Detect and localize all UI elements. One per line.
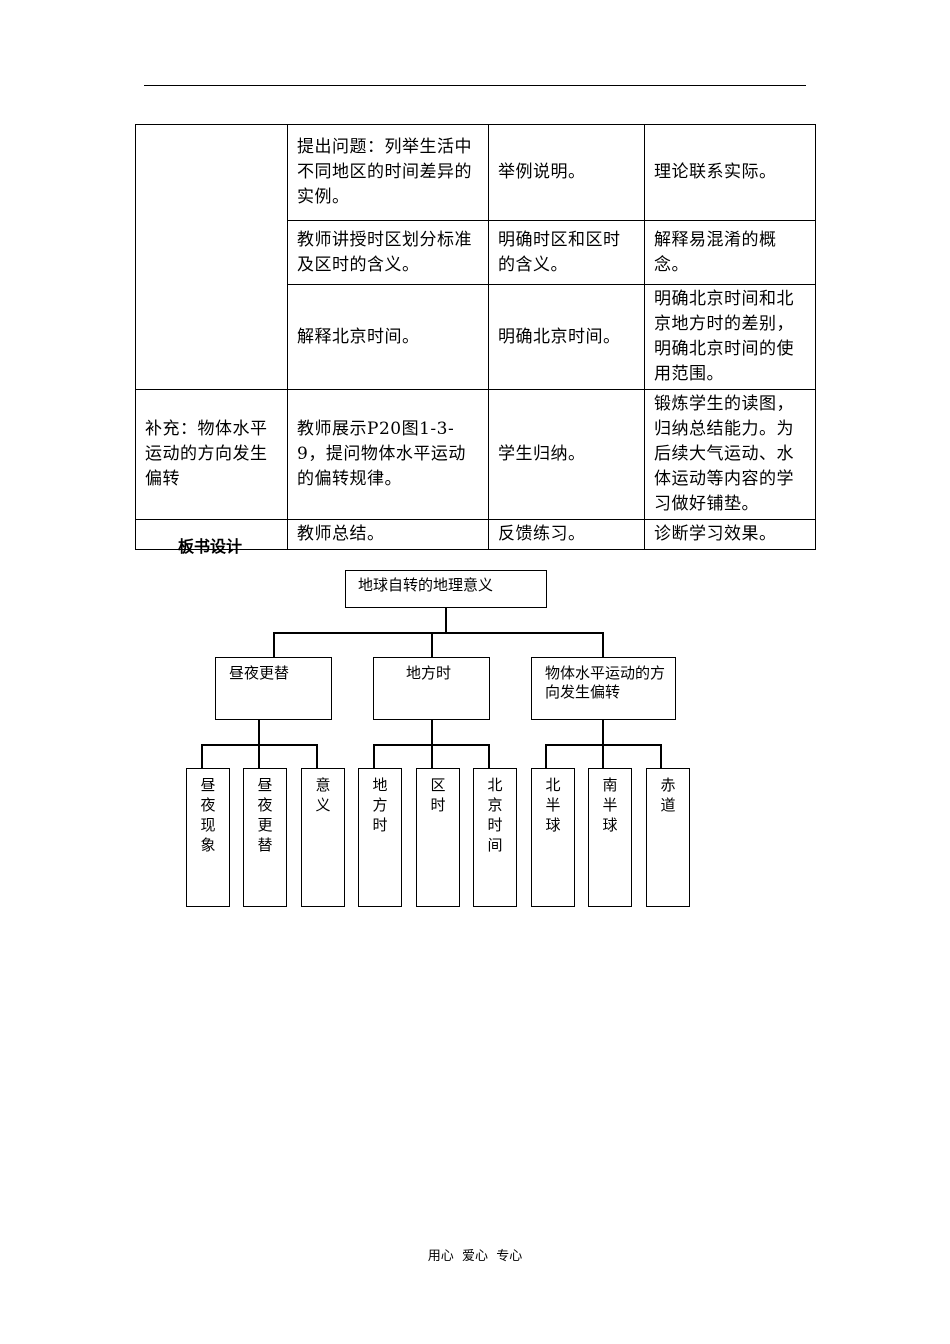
connector-line: [258, 719, 260, 744]
leaf-label: 南半球: [602, 776, 618, 834]
diagram-leaf-box: 赤道: [646, 768, 690, 907]
branch-label: 地方时: [406, 664, 452, 682]
table-row: 教师总结。 反馈练习。 诊断学习效果。: [135, 519, 816, 550]
diagram-leaf-box: 意义: [301, 768, 345, 907]
leaf-label: 赤道: [660, 776, 676, 814]
table-cell: 明确北京时间和北京地方时的差别，明确北京时间的使用范围。: [644, 284, 816, 390]
leaf-label: 意义: [315, 776, 331, 814]
lesson-plan-table: 提出问题：列举生活中不同地区的时间差异的实例。 举例说明。 理论联系实际。 教师…: [135, 124, 816, 550]
table-cell: 理论联系实际。: [644, 124, 816, 221]
diagram-branch-box: 物体水平运动的方向发生偏转: [531, 657, 676, 720]
leaf-label: 昼夜更替: [257, 776, 273, 854]
table-cell: 明确北京时间。: [488, 284, 645, 390]
table-cell: 明确时区和区时的含义。: [488, 220, 645, 285]
table-cell: 解释易混淆的概念。: [644, 220, 816, 285]
diagram-leaf-box: 昼夜更替: [243, 768, 287, 907]
table-row: 提出问题：列举生活中不同地区的时间差异的实例。 举例说明。 理论联系实际。: [135, 124, 816, 390]
connector-line: [273, 632, 275, 658]
diagram-leaf-box: 南半球: [588, 768, 632, 907]
table-row: 补充：物体水平运动的方向发生偏转 教师展示P20图1-3-9，提问物体水平运动的…: [135, 389, 816, 520]
header-rule: [144, 85, 806, 86]
board-design-title: 板书设计: [178, 537, 243, 556]
table-cell: [135, 124, 288, 390]
diagram-leaf-box: 北半球: [531, 768, 575, 907]
diagram-leaf-box: 昼夜现象: [186, 768, 230, 907]
diagram-leaf-box: 北京时间: [473, 768, 517, 907]
branch-label: 昼夜更替: [229, 664, 290, 682]
connector-line: [602, 744, 604, 769]
leaf-label: 北半球: [545, 776, 561, 834]
table-cell: 学生归纳。: [488, 389, 645, 520]
connector-line: [431, 719, 433, 744]
table-cell: 解释北京时间。: [287, 284, 489, 390]
connector-line: [488, 744, 490, 769]
leaf-label: 地方时: [372, 776, 388, 834]
table-cell: 补充：物体水平运动的方向发生偏转: [135, 389, 288, 520]
connector-line: [273, 632, 604, 634]
connector-line: [602, 719, 604, 744]
connector-line: [316, 744, 318, 769]
table-cell: 锻炼学生的读图，归纳总结能力。为后续大气运动、水体运动等内容的学习做好铺垫。: [644, 389, 816, 520]
table-cell: 教师总结。: [287, 519, 489, 550]
diagram-branch-box: 地方时: [373, 657, 490, 720]
table-cell: 诊断学习效果。: [644, 519, 816, 550]
table-cell: 教师讲授时区划分标准及区时的含义。: [287, 220, 489, 285]
connector-line: [258, 744, 260, 769]
leaf-label: 区时: [430, 776, 446, 814]
diagram-leaf-box: 区时: [416, 768, 460, 907]
leaf-label: 昼夜现象: [200, 776, 216, 854]
leaf-label: 北京时间: [487, 776, 503, 854]
connector-line: [373, 744, 375, 769]
table-cell: 教师展示P20图1-3-9，提问物体水平运动的偏转规律。: [287, 389, 489, 520]
connector-line: [431, 744, 433, 769]
diagram-root-label: 地球自转的地理意义: [358, 576, 494, 594]
connector-line: [201, 744, 203, 769]
connector-line: [431, 632, 433, 658]
connector-line: [445, 607, 447, 632]
diagram-leaf-box: 地方时: [358, 768, 402, 907]
branch-label: 物体水平运动的方向发生偏转: [545, 664, 666, 701]
page-footer: 用心 爱心 专心: [427, 1249, 523, 1264]
table-cell: 反馈练习。: [488, 519, 645, 550]
connector-line: [602, 632, 604, 658]
table-row: 解释北京时间。 明确北京时间。 明确北京时间和北京地方时的差别，明确北京时间的使…: [136, 284, 816, 390]
table-cell: 举例说明。: [488, 124, 645, 221]
diagram-branch-box: 昼夜更替: [215, 657, 332, 720]
connector-line: [660, 744, 662, 769]
table-cell: [135, 519, 288, 550]
table-row: 教师讲授时区划分标准及区时的含义。 明确时区和区时的含义。 解释易混淆的概念。: [136, 220, 816, 285]
connector-line: [545, 744, 547, 769]
diagram-root-box: 地球自转的地理意义: [345, 570, 547, 608]
